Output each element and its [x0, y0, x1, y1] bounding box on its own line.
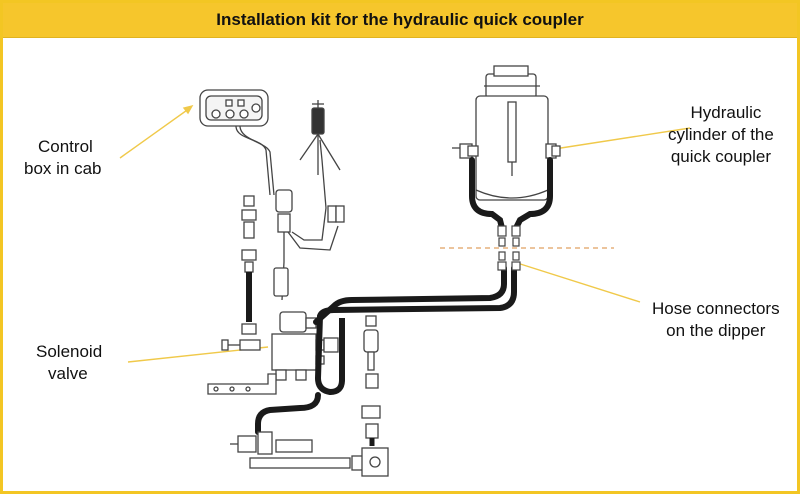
leader-control-box	[119, 107, 191, 159]
label-control-box: Control box in cab	[24, 136, 102, 180]
label-hydraulic-cylinder: Hydraulic cylinder of the quick coupler	[668, 102, 774, 168]
control-box	[199, 89, 275, 196]
cylinder-hoses	[469, 157, 553, 231]
label-hydraulic-cylinder-line-1: Hydraulic	[690, 103, 762, 122]
label-hose-connectors-line-1: Hose connectors	[652, 299, 780, 318]
left-tee-fitting	[221, 323, 261, 351]
title-bar: Installation kit for the hydraulic quick…	[3, 3, 797, 38]
label-hydraulic-cylinder-line-2: cylinder of the	[668, 125, 774, 144]
label-solenoid-valve: Solenoid valve	[36, 341, 102, 385]
leader-arrowhead	[182, 104, 194, 115]
leader-hose-connectors	[513, 261, 641, 303]
page-title: Installation kit for the hydraulic quick…	[216, 10, 584, 29]
left-fittings	[241, 195, 257, 273]
label-hydraulic-cylinder-line-3: quick coupler	[670, 147, 771, 166]
label-solenoid-valve-line-1: Solenoid	[36, 342, 103, 361]
label-solenoid-valve-line-2: valve	[48, 364, 88, 383]
bottom-components	[230, 431, 389, 477]
return-hose	[329, 318, 345, 395]
solenoid-valve	[271, 311, 339, 381]
hydraulic-cylinder	[452, 65, 561, 201]
label-control-box-line-2: box in cab	[24, 159, 102, 178]
label-hose-connectors: Hose connectors on the dipper	[652, 298, 780, 342]
main-hoses	[255, 265, 517, 435]
label-control-box-line-1: Control	[38, 137, 93, 156]
hose-connectors	[497, 225, 521, 271]
right-valve-fittings	[361, 315, 381, 439]
cable-harness	[273, 100, 345, 301]
mounting-bracket	[207, 373, 277, 395]
label-hose-connectors-line-2: on the dipper	[666, 321, 766, 340]
leader-hydraulic-cylinder	[547, 127, 691, 151]
leader-lines	[119, 104, 691, 363]
